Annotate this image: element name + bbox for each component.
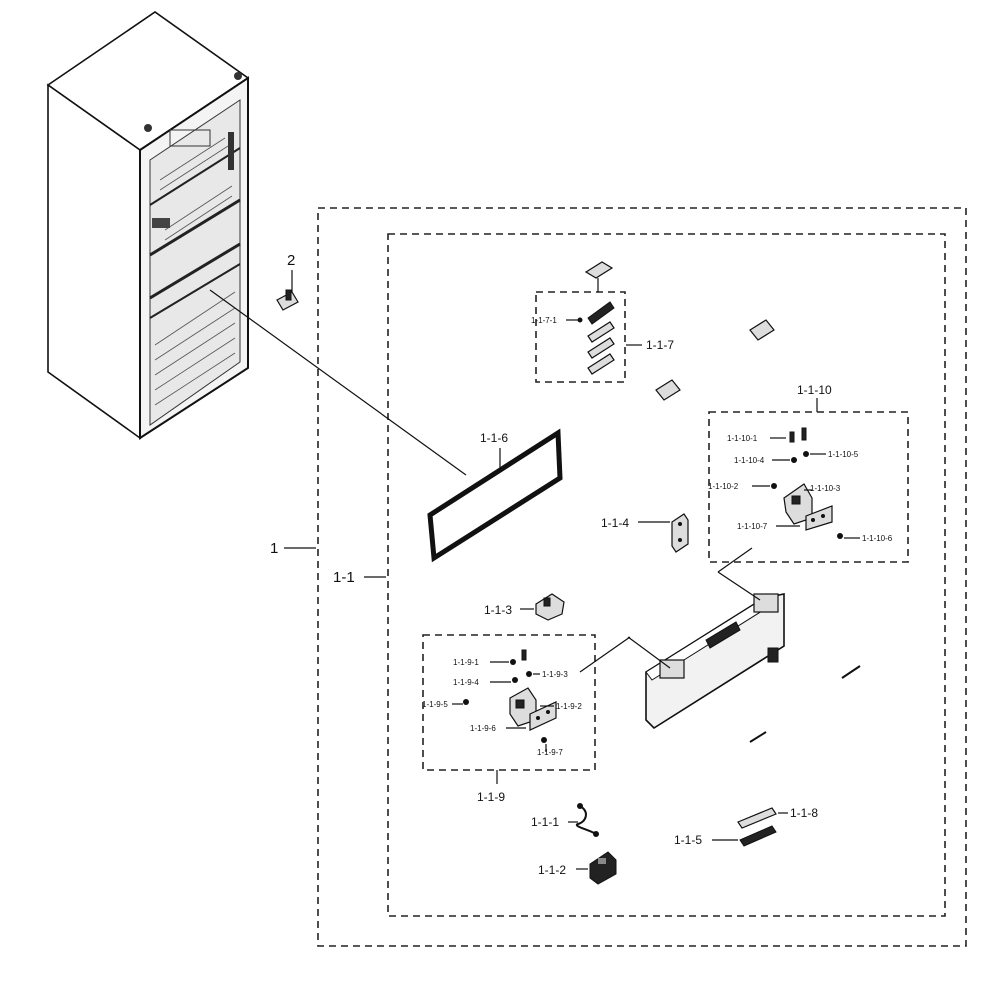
part-2-bracket	[276, 270, 299, 311]
label-1-1-9-4: 1-1-9-4	[453, 678, 479, 687]
label-1-1-9-5: 1-1-9-5	[422, 700, 448, 709]
drawer-front-panel	[579, 547, 861, 743]
label-1-1-10-1: 1-1-10-1	[727, 434, 758, 443]
refrigerator-cabinet	[46, 11, 250, 440]
part-1-1-6-gasket	[209, 289, 563, 563]
group-1-1-10-parts	[752, 427, 860, 539]
part-1-1-5-strip	[712, 825, 777, 847]
label-1-1-9-2: 1-1-9-2	[556, 702, 582, 711]
part-cover-upper	[749, 319, 775, 341]
group-1-1-7-boundary	[535, 291, 626, 383]
label-1-1-10-6: 1-1-10-6	[862, 534, 893, 543]
label-1: 1	[270, 540, 278, 557]
label-1-1-9-3: 1-1-9-3	[542, 670, 568, 679]
label-1-1-5: 1-1-5	[674, 833, 702, 847]
label-1-1-4: 1-1-4	[601, 516, 629, 530]
label-1-1-9-1: 1-1-9-1	[453, 658, 479, 667]
part-1-1-3-bracket	[520, 593, 565, 621]
assembly-1-boundary	[317, 207, 967, 947]
group-1-1-7-parts	[566, 301, 642, 375]
assembly-1-1-boundary	[387, 233, 946, 917]
label-1-1-8: 1-1-8	[790, 806, 818, 820]
label-2: 2	[287, 252, 295, 269]
label-1-1-10-5: 1-1-10-5	[828, 450, 859, 459]
label-1-1-9-7: 1-1-9-7	[537, 748, 563, 757]
label-1-1: 1-1	[333, 569, 355, 586]
label-1-1-10: 1-1-10	[797, 383, 832, 397]
label-1-1-10-3: 1-1-10-3	[810, 484, 841, 493]
label-1-1-2: 1-1-2	[538, 863, 566, 877]
label-1-1-7: 1-1-7	[646, 338, 674, 352]
part-1-1-7-cover	[584, 261, 614, 292]
label-1-1-9-6: 1-1-9-6	[470, 724, 496, 733]
part-1-1-2-motor	[576, 851, 617, 885]
label-1-1-6: 1-1-6	[480, 431, 508, 445]
part-cover-lower	[655, 379, 681, 401]
group-1-1-10-boundary	[708, 411, 909, 563]
label-1-1-7-1: 1-1-7-1	[531, 316, 557, 325]
label-1-1-10-4: 1-1-10-4	[734, 456, 765, 465]
label-1-1-10-7: 1-1-10-7	[737, 522, 768, 531]
group-1-1-9-parts	[452, 649, 557, 784]
label-1-1-9: 1-1-9	[477, 790, 505, 804]
group-1-1-9-boundary	[422, 634, 596, 771]
label-1-1-10-2: 1-1-10-2	[708, 482, 739, 491]
label-1-1-1: 1-1-1	[531, 815, 559, 829]
label-1-1-3: 1-1-3	[484, 603, 512, 617]
part-1-1-4-hinge	[638, 513, 689, 553]
part-1-1-8-strip	[737, 807, 788, 829]
part-1-1-1-sensor	[568, 803, 599, 837]
